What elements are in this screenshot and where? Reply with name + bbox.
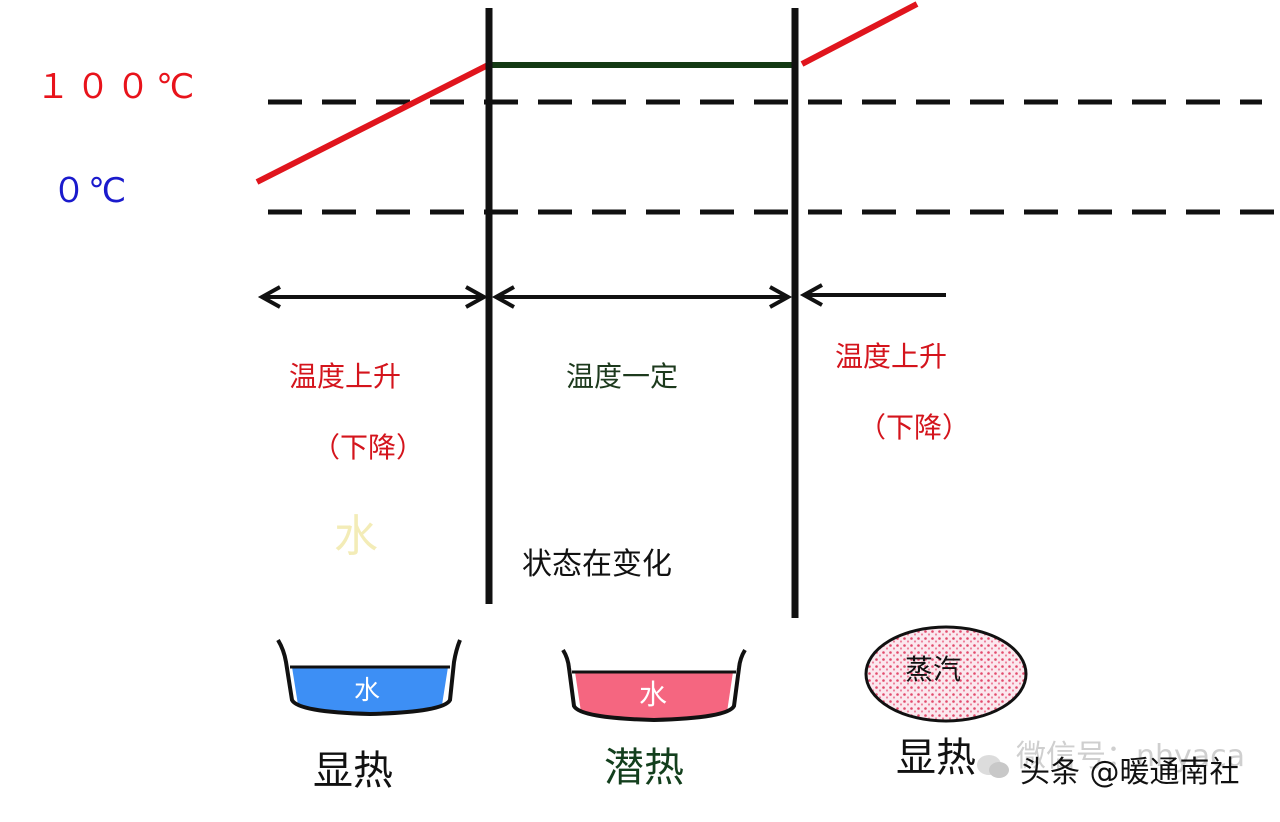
arrow-left-range bbox=[257, 285, 489, 309]
steam-heating-line bbox=[800, 1, 919, 67]
middle-heat-type: 潜热 bbox=[604, 745, 684, 791]
arrow-middle-range bbox=[491, 285, 793, 309]
left-heat-type: 显热 bbox=[313, 748, 393, 794]
steam-cloud bbox=[864, 625, 1028, 723]
toutiao-watermark: 头条 @暖通南社 bbox=[1020, 755, 1240, 790]
water-pot-pink bbox=[561, 648, 747, 723]
right-temp-rise-label: 温度上升 bbox=[835, 340, 948, 373]
water-heating-line bbox=[255, 61, 492, 185]
boiling-point-label: １００℃ bbox=[36, 67, 201, 107]
right-heat-type: 显热 bbox=[896, 735, 976, 781]
blue-pot-label: 水 bbox=[354, 676, 381, 706]
arrow-right-range bbox=[799, 283, 946, 307]
middle-temp-constant-label: 温度一定 bbox=[566, 360, 679, 393]
state-changing-label: 状态在变化 bbox=[522, 547, 672, 582]
freezing-point-label: ０℃ bbox=[52, 171, 129, 211]
right-temp-fall-label: （下降） bbox=[858, 411, 971, 444]
chat-bubble-icon bbox=[977, 755, 1009, 778]
left-phase-label: 水 bbox=[334, 511, 378, 562]
wechat-watermark: 微信号：nhyaca bbox=[1016, 739, 1246, 774]
pink-pot-label: 水 bbox=[639, 678, 668, 711]
water-pot-blue bbox=[276, 638, 462, 717]
steam-label: 蒸汽 bbox=[905, 653, 962, 686]
left-temp-rise-label: 温度上升 bbox=[289, 360, 402, 393]
left-temp-fall-label: （下降） bbox=[312, 431, 425, 464]
